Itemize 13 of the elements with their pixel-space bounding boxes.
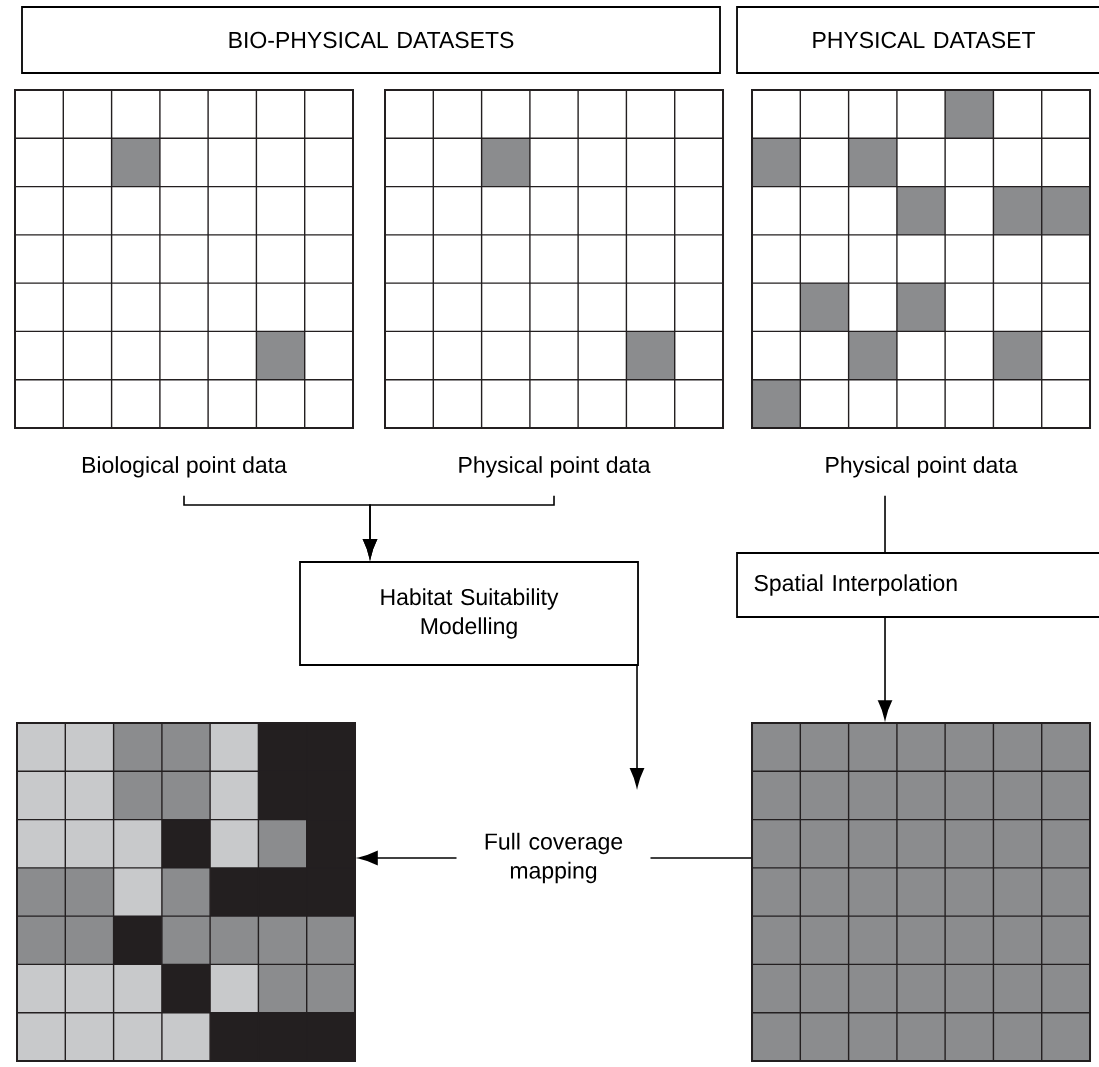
node-label: Physical point data (826, 456, 1018, 478)
grid-drawing (16, 722, 356, 1062)
arrow (363, 495, 555, 559)
process-box: Habitat Suitability Modelling (299, 561, 639, 666)
node-label: Physical point data (459, 456, 651, 478)
arrow (878, 617, 892, 720)
grid-drawing (751, 722, 1091, 1062)
edge-label: Full coverage mapping (456, 830, 651, 886)
header-box: BIO-PHYSICAL DATASETS (21, 6, 721, 74)
node-label: Biological point data (82, 456, 287, 478)
arrow (630, 665, 644, 788)
process-box: Spatial Interpolation (736, 552, 1099, 618)
header-box: PHYSICAL DATASET (736, 6, 1099, 74)
